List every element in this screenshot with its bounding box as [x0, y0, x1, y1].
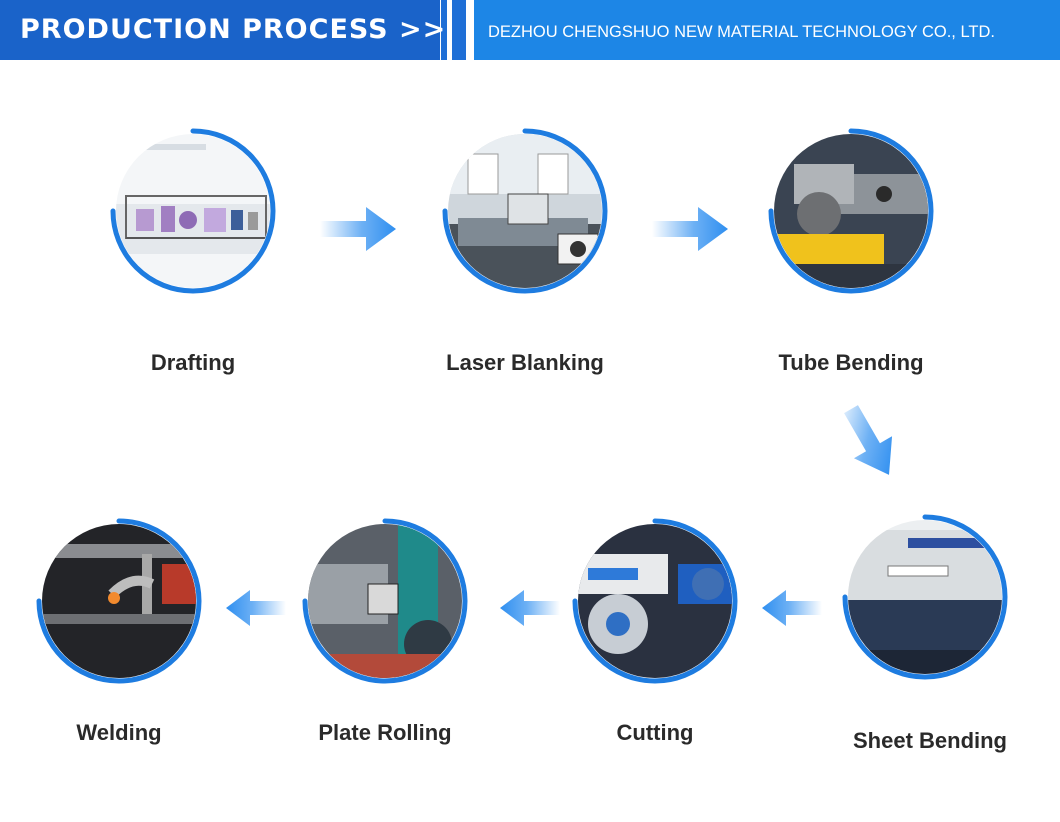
step-label: Drafting: [150, 350, 236, 375]
header-title-panel: [0, 0, 440, 60]
header-divider-stripe: [441, 0, 447, 60]
page-title: PRODUCTION PROCESS >>: [20, 14, 447, 45]
header-banner: PRODUCTION PROCESS >> DEZHOU CHENGSHUO N…: [0, 0, 1060, 60]
step-image-sheet-bending: [848, 520, 1002, 674]
company-name: DEZHOU CHENGSHUO NEW MATERIAL TECHNOLOGY…: [488, 23, 995, 41]
step-sheet-bending: Sheet Bending: [840, 512, 1010, 753]
step-label: Laser Blanking: [446, 350, 604, 375]
step-ring: [36, 518, 202, 684]
step-label: Sheet Bending: [852, 728, 1007, 753]
step-plate-rolling: Plate Rolling: [300, 516, 470, 745]
step-cutting: Cutting: [570, 516, 740, 745]
step-drafting: Drafting: [108, 126, 278, 375]
left-arrow-icon: [226, 590, 286, 626]
step-ring: [842, 514, 1008, 680]
step-ring: [572, 518, 738, 684]
left-arrow-icon: [762, 590, 822, 626]
step-tube-bending: Tube Bending: [766, 126, 936, 375]
step-label: Cutting: [616, 720, 694, 745]
step-image-laser-blanking: [448, 134, 602, 288]
step-label: Plate Rolling: [318, 720, 452, 745]
step-image-welding: [42, 524, 196, 678]
step-ring: [768, 128, 934, 294]
header-divider-stripe: [452, 0, 466, 60]
step-laser-blanking: Laser Blanking: [440, 126, 610, 375]
step-ring: [302, 518, 468, 684]
step-ring: [110, 128, 276, 294]
right-arrow-icon: [320, 207, 396, 251]
header-company-panel: [474, 0, 1060, 60]
step-label: Welding: [76, 720, 162, 745]
step-image-drafting: [116, 134, 270, 288]
step-image-tube-bending: [774, 134, 928, 288]
right-arrow-icon: [652, 207, 728, 251]
step-label: Tube Bending: [778, 350, 924, 375]
left-arrow-icon: [500, 590, 560, 626]
step-welding: Welding: [34, 516, 204, 745]
step-ring: [442, 128, 608, 294]
step-image-plate-rolling: [308, 524, 462, 678]
step-image-cutting: [578, 524, 732, 678]
down-arrow-icon: [844, 405, 893, 475]
